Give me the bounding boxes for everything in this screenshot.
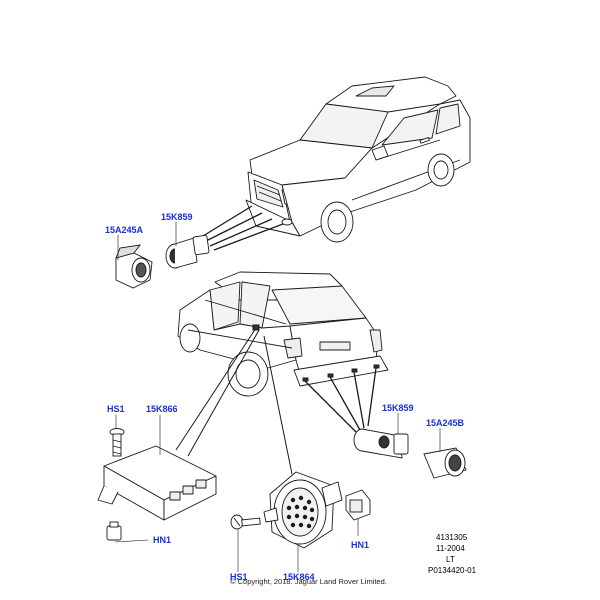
front-vehicle-illustration [245,76,471,243]
callout-module-screw[interactable]: HS1 [107,404,125,414]
callout-module-nut[interactable]: HN1 [153,535,172,545]
callout-sounder-screw[interactable]: HS1 [230,572,248,582]
callout-front-sensor[interactable]: 15K859 [161,212,193,222]
callout-sounder-nut[interactable]: HN1 [351,540,370,550]
front-sensor-15k859 [165,234,210,269]
module-screw-hs1 [109,428,125,457]
callout-rear-bezel[interactable]: 15A245B [426,418,465,428]
sounder-nut-hn1 [345,489,371,521]
callout-front-bezel[interactable]: 15A245A [105,225,144,235]
illustration-id: P0134420-01 [428,566,477,575]
front-sensor-leader-lines [202,205,284,251]
rear-bezel-15a245b [423,447,467,479]
front-bezel-15a245a [115,244,153,289]
parking-aid-sounder-15k864 [263,471,343,549]
callout-module[interactable]: 15K866 [146,404,178,414]
callout-rear-sensor[interactable]: 15K859 [382,403,414,413]
revision-date: 11-2004 [436,544,465,553]
parking-aid-module-15k866 [97,445,217,521]
module-nut-hn1 [106,521,122,541]
market-code: LT [446,555,455,564]
callout-sounder[interactable]: 15K864 [283,572,315,582]
module-sounder-leader-lines [175,324,293,475]
rear-vehicle-illustration [177,271,389,397]
rear-sensor-15k859 [353,428,409,459]
rear-sensor-leader-lines [304,367,377,433]
callout-leader-lines [114,222,441,572]
sounder-screw-hs1 [230,514,261,530]
ref-number: 4131305 [436,533,468,542]
copyright-notice: © Copyright, 2018. Jaguar Land Rover Lim… [230,577,387,586]
